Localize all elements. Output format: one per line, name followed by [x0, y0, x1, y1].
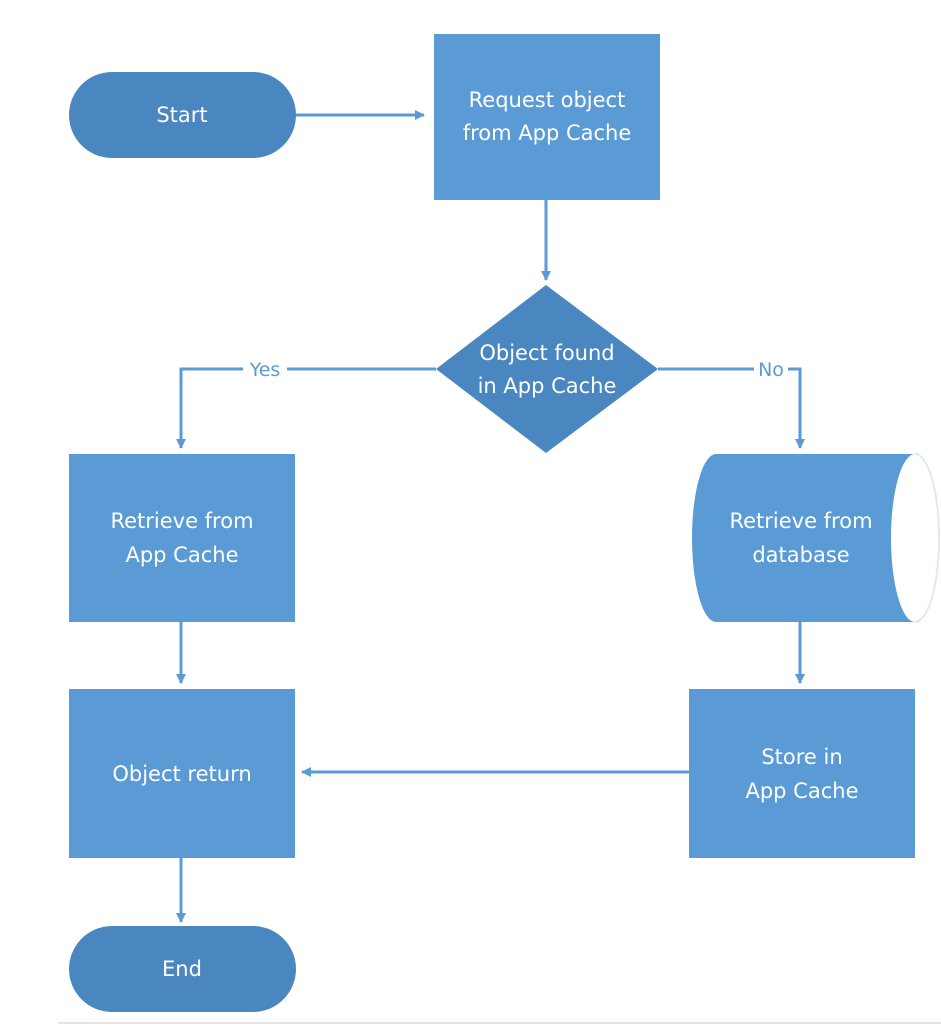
- retrieve-cache-label-line1: Retrieve from: [110, 509, 253, 533]
- retrieve-db-label-line1: Retrieve from: [729, 509, 872, 533]
- store-label-line2: App Cache: [745, 779, 858, 803]
- store-label-line1: Store in: [761, 745, 842, 769]
- decision-label-line2: in App Cache: [478, 374, 617, 398]
- yes-label: Yes: [249, 359, 281, 381]
- retrieve-from-cache-process: Retrieve from App Cache: [69, 454, 295, 622]
- object-found-decision: Object found in App Cache: [436, 285, 658, 453]
- request-object-process: Request object from App Cache: [434, 34, 660, 200]
- edge-decision-no: [658, 367, 805, 449]
- connectors: [176, 110, 805, 923]
- request-label-line1: Request object: [469, 88, 626, 112]
- object-return-process: Object return: [69, 689, 295, 858]
- decision-label-line1: Object found: [479, 341, 614, 365]
- edge-decision-yes: [176, 367, 436, 449]
- retrieve-db-label-line2: database: [752, 543, 849, 567]
- retrieve-from-database-storage: Retrieve from database: [692, 453, 940, 623]
- start-label: Start: [156, 103, 207, 127]
- no-edge-label: No: [754, 357, 788, 381]
- store-in-cache-process: Store in App Cache: [689, 689, 915, 858]
- start-terminator: Start: [69, 72, 296, 158]
- end-terminator: End: [69, 926, 296, 1012]
- request-label-line2: from App Cache: [463, 121, 632, 145]
- no-label: No: [758, 359, 784, 381]
- end-label: End: [162, 957, 202, 981]
- retrieve-cache-label-line2: App Cache: [125, 543, 238, 567]
- yes-edge-label: Yes: [243, 357, 287, 381]
- object-return-label: Object return: [112, 762, 251, 786]
